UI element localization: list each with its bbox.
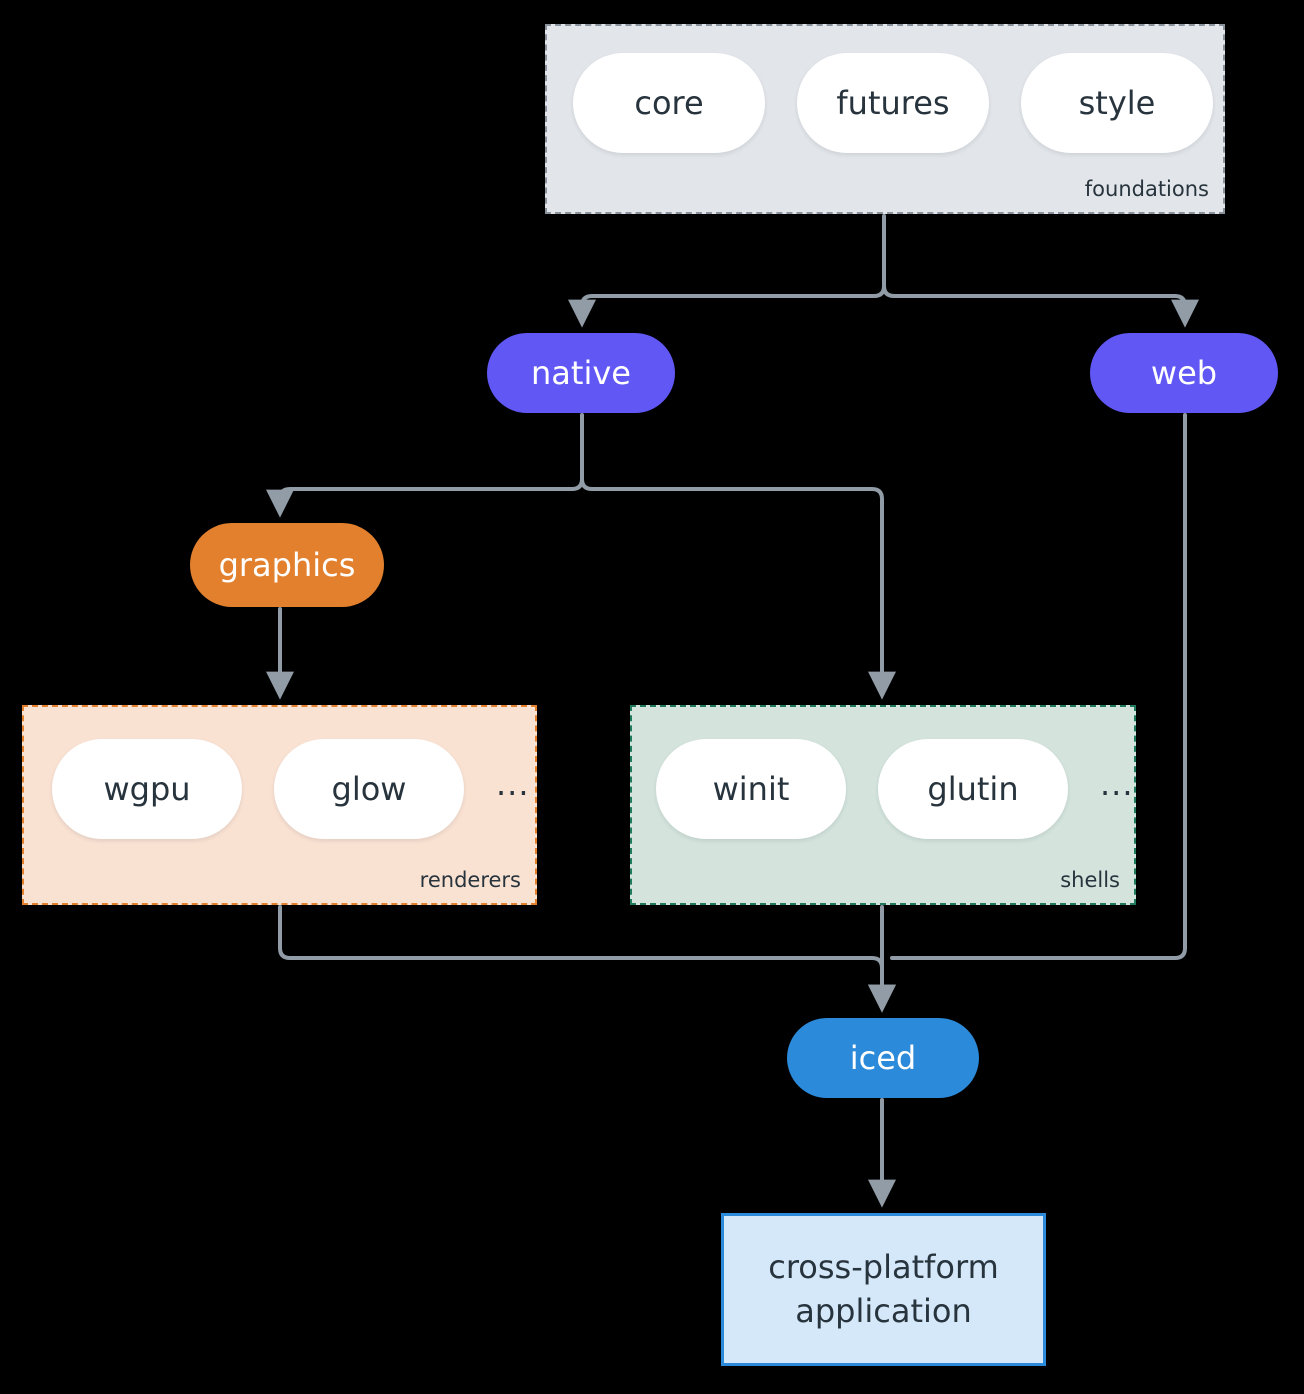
pill-style[interactable]: style [1021,52,1213,153]
node-native[interactable]: native [487,333,675,413]
group-renderers-items: wgpu glow ... [24,707,535,870]
pill-glow[interactable]: glow [274,738,464,839]
node-iced[interactable]: iced [787,1018,979,1098]
edge-foundations-web [882,284,1199,328]
application-label-line1: cross-platform [768,1248,999,1287]
application-label-line2: application [795,1291,972,1330]
group-renderers: wgpu glow ... renderers [22,705,537,905]
pill-glutin[interactable]: glutin [878,738,1068,839]
renderers-overflow-ellipsis: ... [496,764,530,803]
node-cross-platform-application[interactable]: cross-platform application [721,1213,1046,1366]
edge-foundations-native [568,214,886,328]
pill-winit[interactable]: winit [656,738,846,839]
edge-renderers-iced [278,905,896,1013]
group-renderers-label: renderers [419,868,521,892]
group-foundations-label: foundations [1084,177,1209,201]
pill-core[interactable]: core [573,52,765,153]
group-foundations: core futures style foundations [545,24,1225,214]
pill-futures[interactable]: futures [797,52,989,153]
group-foundations-items: core futures style [547,26,1223,179]
edge-native-shells [580,477,896,700]
pill-wgpu[interactable]: wgpu [52,738,242,839]
group-shells-label: shells [1060,868,1120,892]
node-graphics[interactable]: graphics [190,523,384,607]
edge-native-graphics [266,413,584,518]
node-web[interactable]: web [1090,333,1278,413]
group-shells-items: winit glutin ... [632,707,1134,870]
group-shells: winit glutin ... shells [630,705,1136,905]
shells-overflow-ellipsis: ... [1100,764,1134,803]
